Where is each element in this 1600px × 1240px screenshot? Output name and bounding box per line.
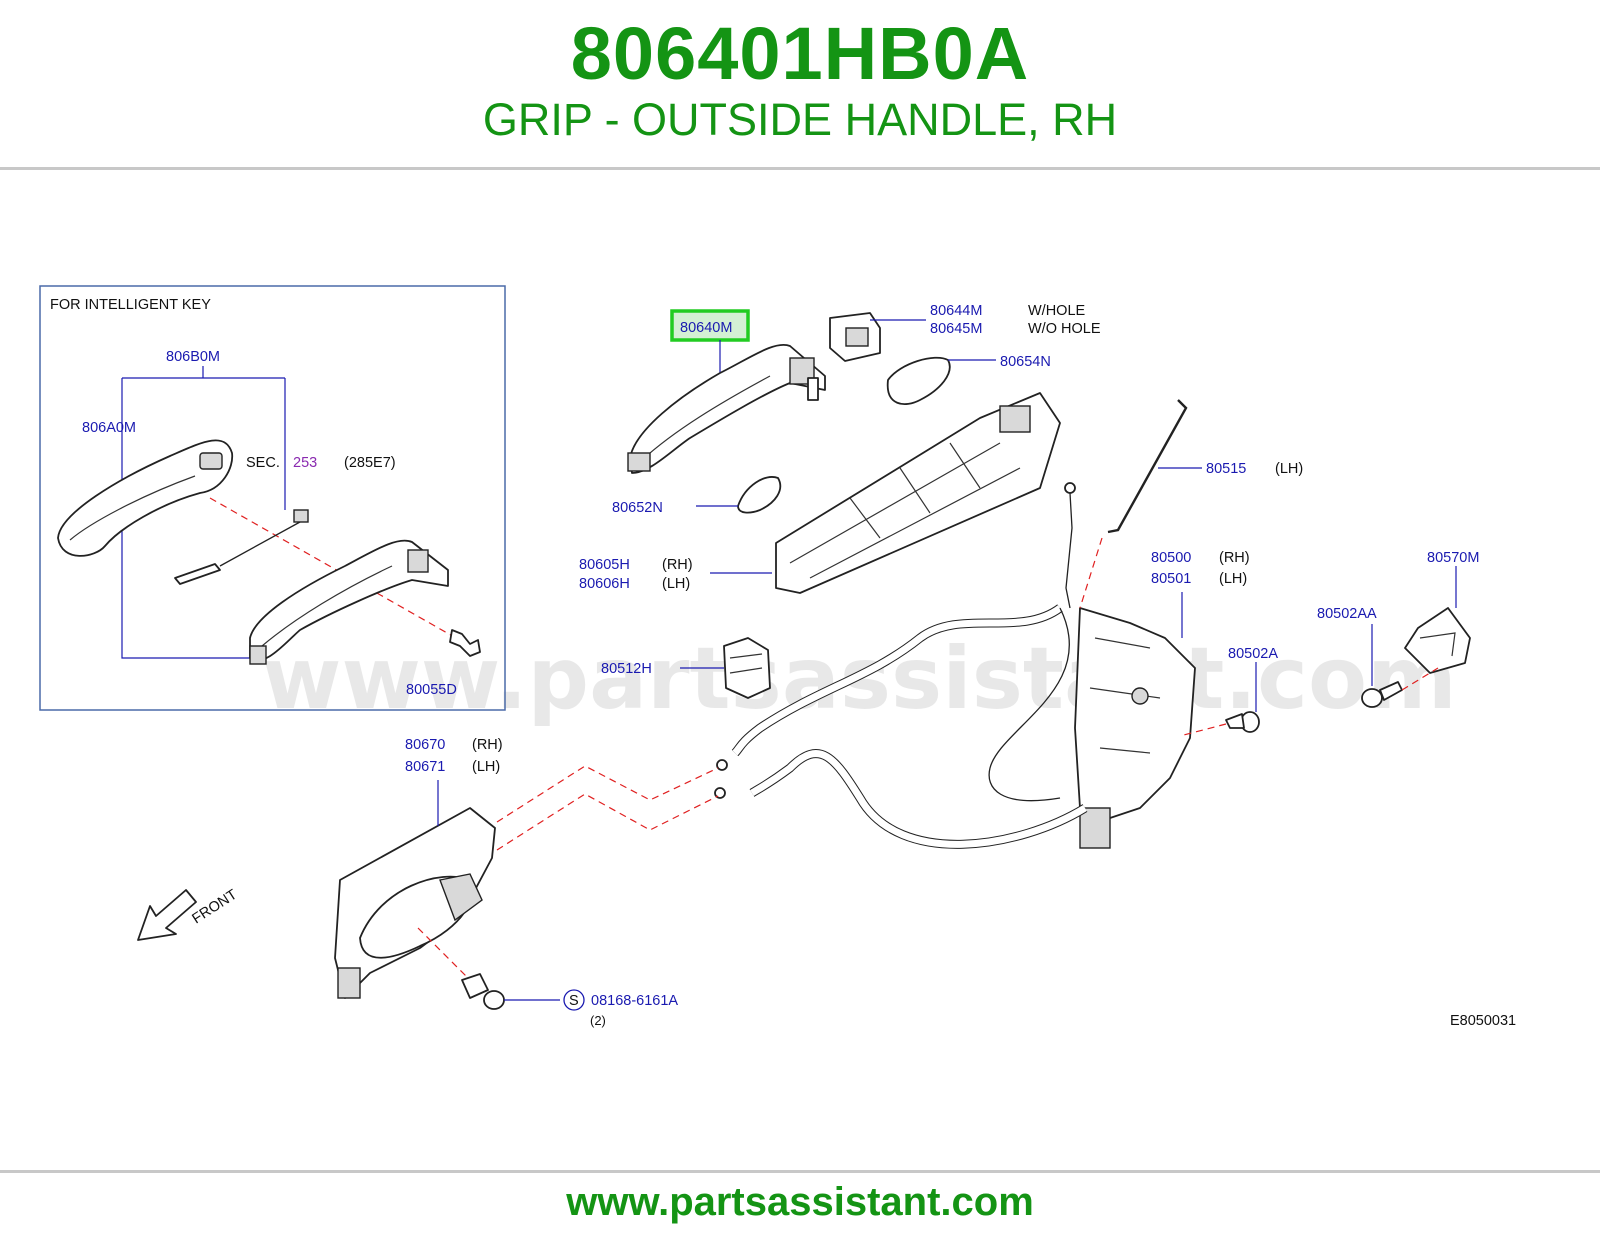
bracket-80605h-drawing bbox=[775, 392, 1061, 594]
rod-80515-drawing bbox=[1107, 399, 1188, 534]
label-80606h[interactable]: 80606H bbox=[579, 576, 630, 592]
gasket-80652n-drawing bbox=[737, 476, 782, 514]
sec-link-253[interactable]: 253 bbox=[293, 455, 317, 471]
note-w-hole: W/HOLE bbox=[1028, 303, 1086, 319]
footer-divider bbox=[0, 1170, 1600, 1173]
dash-cable-lower bbox=[496, 793, 719, 851]
latch-80500-drawing bbox=[1074, 607, 1196, 849]
cables-drawing bbox=[714, 604, 1088, 849]
dash-cable-upper bbox=[496, 765, 719, 823]
label-80502a[interactable]: 80502A bbox=[1228, 646, 1278, 662]
label-806a0m[interactable]: 806A0M bbox=[82, 420, 136, 436]
note-80606h-lh: (LH) bbox=[662, 576, 690, 592]
label-08168-6161a[interactable]: 08168-6161A bbox=[591, 993, 678, 1009]
note-80670-rh: (RH) bbox=[472, 737, 503, 753]
label-80645m[interactable]: 80645M bbox=[930, 321, 982, 337]
intelligent-key-inset bbox=[39, 285, 506, 711]
gasket-80654n-drawing bbox=[886, 356, 951, 405]
note-80515-lh: (LH) bbox=[1275, 461, 1303, 477]
latch-rod-drawing bbox=[1065, 492, 1073, 609]
standard-part-circle bbox=[563, 989, 585, 1011]
label-80512h[interactable]: 80512H bbox=[601, 661, 652, 677]
cap-80644m-drawing bbox=[829, 312, 881, 362]
label-80671[interactable]: 80671 bbox=[405, 759, 445, 775]
dash-80502a bbox=[1179, 723, 1227, 737]
note-80671-lh: (LH) bbox=[472, 759, 500, 775]
note-80501-lh: (LH) bbox=[1219, 571, 1247, 587]
note-80500-rh: (RH) bbox=[1219, 550, 1250, 566]
note-qty-2: (2) bbox=[590, 1013, 606, 1028]
label-80605h[interactable]: 80605H bbox=[579, 557, 630, 573]
label-80654n[interactable]: 80654N bbox=[1000, 354, 1051, 370]
inset-title: FOR INTELLIGENT KEY bbox=[50, 297, 211, 313]
front-arrow-icon bbox=[137, 889, 197, 941]
highlight-80640m bbox=[670, 309, 750, 342]
header-divider bbox=[0, 167, 1600, 170]
label-80501[interactable]: 80501 bbox=[1151, 571, 1191, 587]
label-80644m[interactable]: 80644M bbox=[930, 303, 982, 319]
standard-part-s: S bbox=[569, 993, 579, 1009]
clip-80512h-drawing bbox=[723, 637, 771, 699]
label-80502aa[interactable]: 80502AA bbox=[1317, 606, 1377, 622]
sensor-wire-drawing bbox=[174, 509, 309, 585]
sec-prefix: SEC. bbox=[246, 455, 280, 471]
inside-handle-80670-drawing bbox=[334, 807, 496, 999]
striker-80570m-drawing bbox=[1404, 607, 1471, 674]
part-number-title: 806401HB0A bbox=[570, 12, 1030, 95]
handle-806b0m-drawing bbox=[249, 539, 449, 665]
note-80605h-rh: (RH) bbox=[662, 557, 693, 573]
label-80652n[interactable]: 80652N bbox=[612, 500, 663, 516]
sec-ref: (285E7) bbox=[344, 455, 396, 471]
footer-website-link[interactable]: www.partsassistant.com bbox=[566, 1180, 1034, 1224]
rod-end-drawing bbox=[1064, 482, 1076, 494]
label-80570m[interactable]: 80570M bbox=[1427, 550, 1479, 566]
screw-08168-drawing bbox=[461, 973, 505, 1010]
label-80670[interactable]: 80670 bbox=[405, 737, 445, 753]
label-80515[interactable]: 80515 bbox=[1206, 461, 1246, 477]
screw-80055d-drawing bbox=[449, 629, 481, 657]
front-label: FRONT bbox=[189, 887, 240, 928]
parts-diagram: www.partsassistant.com FOR INTELLIGENT K… bbox=[39, 285, 1516, 1029]
part-description: GRIP - OUTSIDE HANDLE, RH bbox=[482, 94, 1118, 145]
dash-80515 bbox=[1079, 537, 1103, 609]
screw-80502a-drawing bbox=[1225, 711, 1260, 733]
diagram-code: E8050031 bbox=[1450, 1013, 1516, 1029]
page-header: 806401HB0A GRIP - OUTSIDE HANDLE, RH bbox=[0, 0, 1600, 168]
label-80500[interactable]: 80500 bbox=[1151, 550, 1191, 566]
label-806b0m[interactable]: 806B0M bbox=[166, 349, 220, 365]
leader-806b0m bbox=[121, 366, 286, 659]
handle-806a0m-drawing bbox=[57, 439, 234, 557]
label-80640m[interactable]: 80640M bbox=[680, 320, 732, 336]
label-80055d[interactable]: 80055D bbox=[406, 682, 457, 698]
note-wo-hole: W/O HOLE bbox=[1028, 321, 1101, 337]
handle-80640m-drawing bbox=[627, 343, 826, 474]
dash-screw-08168 bbox=[417, 927, 471, 981]
